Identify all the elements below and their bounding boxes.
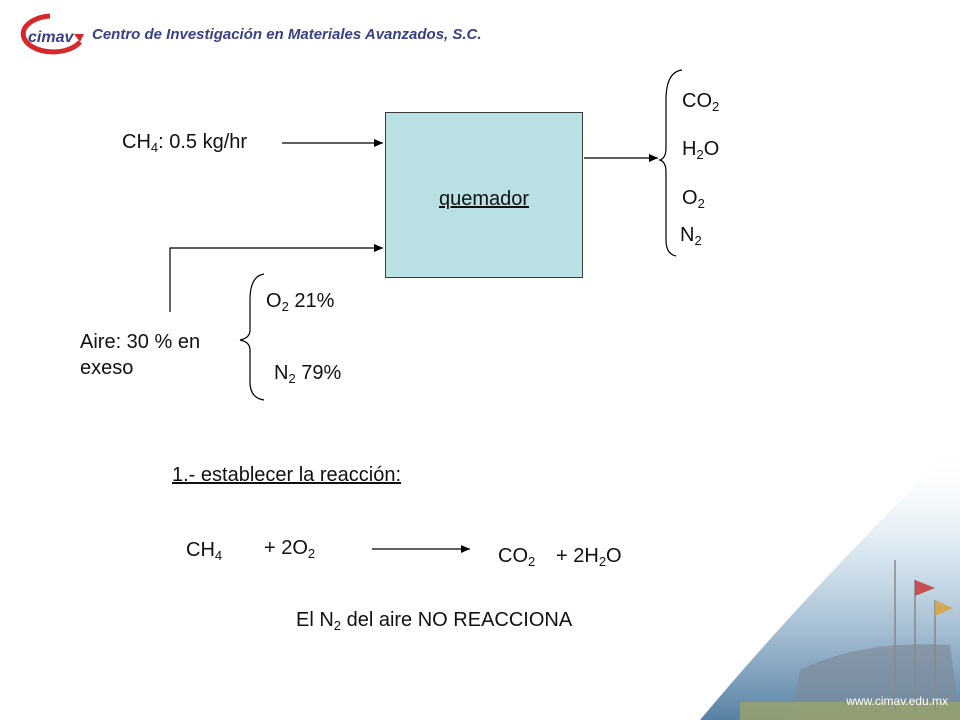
air-label-line1: Aire: 30 % en (80, 331, 201, 353)
nitrogen-note: El N2 del aire NO REACCIONA (296, 609, 573, 633)
product-co2-equation: CO2 (498, 545, 536, 569)
air-composition-brace (239, 273, 265, 401)
step-title: 1.- establecer la reacción: (172, 464, 402, 486)
logo-text: cimav (28, 29, 74, 46)
air-o2-fraction: O2 21% (266, 290, 335, 314)
reactant-o2: + 2O2 (264, 537, 316, 561)
air-n2-fraction: N2 79% (274, 362, 342, 386)
ch4-feed-label: CH4: 0.5 kg/hr (122, 131, 248, 155)
organization-name: Centro de Investigación en Materiales Av… (92, 26, 482, 43)
air-feed-arrow (169, 244, 383, 312)
product-co2: CO2 (682, 90, 720, 114)
website-url: www.cimav.edu.mx (846, 694, 948, 708)
reactant-ch4: CH4 (186, 539, 223, 563)
campus-photo-decoration (700, 440, 960, 720)
product-h2o-equation: + 2H2O (556, 545, 622, 569)
cimav-logo: cimav (20, 13, 84, 55)
products-brace (658, 69, 683, 257)
air-label-line2: exeso (80, 357, 134, 379)
product-h2o: H2O (682, 138, 720, 162)
product-n2: N2 (680, 224, 702, 248)
product-o2: O2 (682, 187, 705, 211)
burner-label: quemador (438, 188, 530, 210)
burner-box (385, 112, 583, 278)
